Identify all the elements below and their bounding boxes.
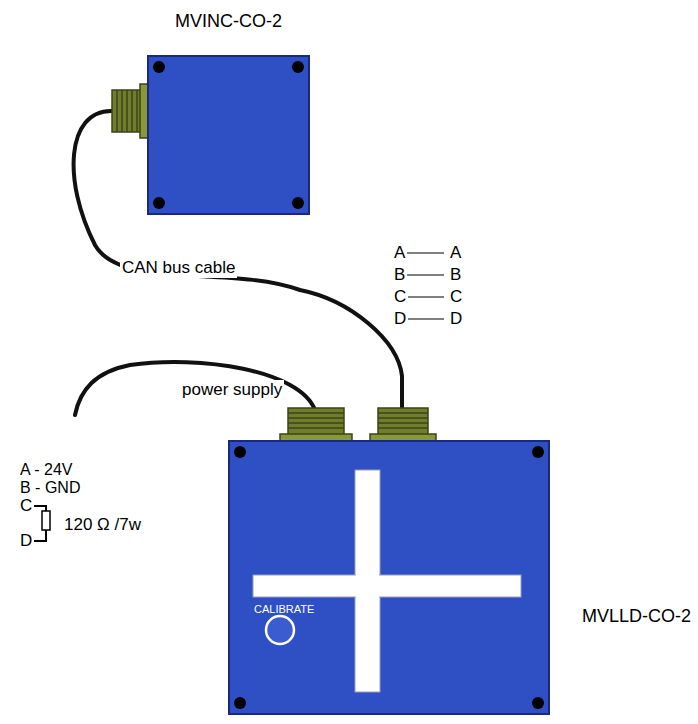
sensor-housing: MVINC-CO-2 [147,55,310,215]
pin-name: C [448,287,464,307]
level-sensor-housing: MVLLD-CO-2CALIBRATE [228,440,550,715]
resistor-symbol [34,506,50,541]
mounting-hole [234,697,246,709]
pin-assignment: A - 24V [18,460,74,480]
mounting-hole [153,197,165,209]
pin-mapping-lines [407,253,444,319]
mounting-hole [532,697,544,709]
resistor-value: 120 Ω /7w [62,515,143,535]
power-plug [280,408,352,442]
cross-marking [253,575,521,597]
cable-name: power supply [180,380,284,400]
power-cable [75,362,315,415]
housing-detail [230,442,548,713]
pin-assignment: B - GND [18,478,82,498]
mounting-hole [292,61,304,73]
device-name: MVLLD-CO-2 [582,606,691,627]
pin-name: D [448,309,464,329]
cross-marking [356,574,379,598]
cross-marking [355,470,380,692]
pin-name: D [392,309,408,329]
pin-name: A [392,243,407,263]
pin-name: D [18,531,34,551]
can-plug-right [370,408,436,442]
device-name: MVINC-CO-2 [175,11,282,32]
pin-name: A [448,243,463,263]
can-plug-left [112,84,148,138]
calibrate-button [266,616,294,644]
pin-name: B [448,265,463,285]
pin-name: C [392,287,408,307]
pin-name: B [392,265,407,285]
mounting-hole [153,61,165,73]
mounting-hole [532,446,544,458]
pin-name: C [18,496,34,516]
cable-name: CAN bus cable [120,258,237,278]
mounting-hole [292,197,304,209]
housing-detail [149,57,308,213]
mounting-hole [234,446,246,458]
button-label: CALIBRATE [254,603,314,615]
